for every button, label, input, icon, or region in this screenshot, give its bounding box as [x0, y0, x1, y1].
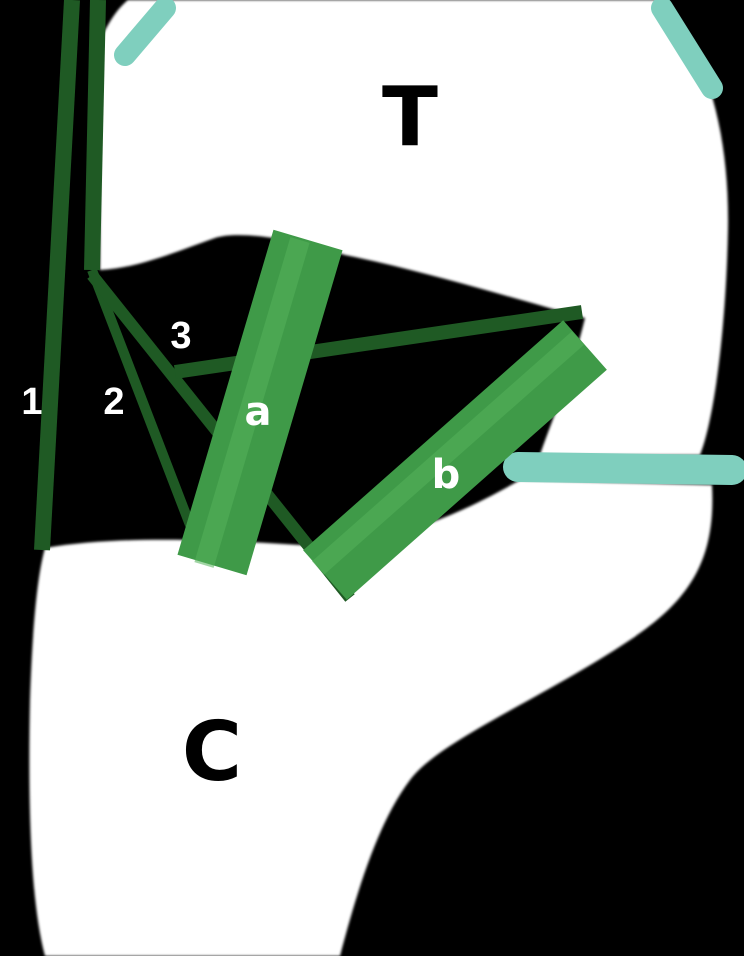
- line-label-3: 3: [170, 315, 191, 357]
- ligament-label-b: b: [432, 452, 461, 498]
- line-label-1: 1: [21, 381, 42, 423]
- cartilage-right: [518, 467, 732, 470]
- bone-label-lower: C: [182, 705, 242, 800]
- ligament-line-1-inner: [92, 0, 98, 270]
- line-label-2: 2: [103, 381, 124, 423]
- bone-label-upper: T: [382, 70, 438, 165]
- ligament-label-a: a: [245, 389, 272, 435]
